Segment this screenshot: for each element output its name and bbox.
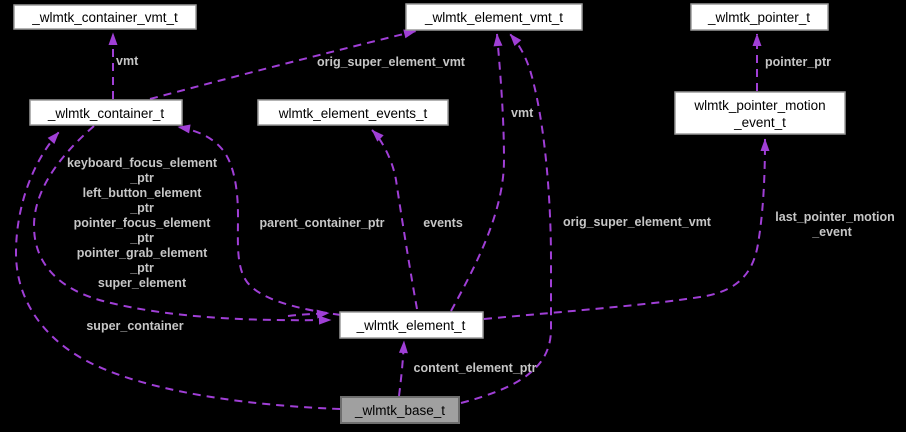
edge-label-line: _ptr bbox=[129, 201, 154, 215]
edge-label-orig-super-right: orig_super_element_vmt bbox=[563, 215, 712, 229]
edge-label-vmt-left: vmt bbox=[116, 54, 139, 68]
node-title: _wlmtk_container_t bbox=[47, 106, 165, 121]
node-title-line: _event_t bbox=[733, 115, 786, 130]
edge-label-line: pointer_focus_element bbox=[74, 216, 212, 230]
node-wlmtk-element-events-t[interactable]: wlmtk_element_events_t bbox=[257, 99, 449, 126]
edge-labels: vmt orig_super_element_vmt pointer_ptr v… bbox=[67, 54, 895, 375]
node-wlmtk-pointer-motion-event-t[interactable]: wlmtk_pointer_motion _event_t bbox=[674, 91, 846, 135]
node-box bbox=[405, 3, 583, 31]
node-box bbox=[29, 99, 183, 126]
edges bbox=[14, 29, 770, 410]
nodes: _wlmtk_container_vmt_t _wlmtk_element_vm… bbox=[13, 3, 846, 424]
edge-base-to-element-vmt bbox=[460, 33, 552, 404]
edge-label-events: events bbox=[423, 216, 463, 230]
node-wlmtk-container-t[interactable]: _wlmtk_container_t bbox=[29, 99, 183, 126]
edge-label-last-pointer-motion-event: last_pointer_motion _event bbox=[775, 210, 894, 239]
edge-container-to-element bbox=[32, 125, 332, 325]
edge-label-pointer-ptr: pointer_ptr bbox=[765, 55, 831, 69]
node-wlmtk-pointer-t[interactable]: _wlmtk_pointer_t bbox=[690, 3, 829, 31]
node-title: wlmtk_element_events_t bbox=[278, 106, 428, 121]
edge-element-to-pointer-motion bbox=[483, 138, 770, 320]
node-wlmtk-element-t[interactable]: _wlmtk_element_t bbox=[339, 311, 484, 339]
edge-label-container-to-element: keyboard_focus_element _ptr left_button_… bbox=[67, 156, 218, 290]
node-title: _wlmtk_pointer_t bbox=[707, 10, 810, 25]
edge-label-super-container: super_container bbox=[86, 319, 183, 333]
edge-base-to-container bbox=[14, 131, 341, 410]
edge-element-to-events bbox=[371, 129, 418, 310]
node-wlmtk-element-vmt-t[interactable]: _wlmtk_element_vmt_t bbox=[405, 3, 583, 31]
edge-label-content-element-ptr: content_element_ptr bbox=[414, 361, 537, 375]
edge-label-line: super_element bbox=[98, 276, 187, 290]
edge-label-line: left_button_element bbox=[83, 186, 203, 200]
edge-label-line: last_pointer_motion bbox=[775, 210, 894, 224]
edge-label-line: _event bbox=[811, 225, 852, 239]
edge-label-parent-container-ptr: parent_container_ptr bbox=[259, 216, 384, 230]
node-box bbox=[257, 99, 449, 126]
edge-label-line: _ptr bbox=[129, 231, 154, 245]
node-title: _wlmtk_base_t bbox=[354, 403, 445, 418]
node-box bbox=[674, 91, 846, 135]
node-title: _wlmtk_container_vmt_t bbox=[31, 10, 178, 25]
edge-label-line: _ptr bbox=[129, 261, 154, 275]
node-title: _wlmtk_element_t bbox=[356, 318, 466, 333]
edge-label-line: pointer_grab_element bbox=[77, 246, 208, 260]
node-title: _wlmtk_element_vmt_t bbox=[424, 10, 563, 25]
edge-label-line: _ptr bbox=[129, 171, 154, 185]
node-box bbox=[339, 311, 484, 339]
edge-label-vmt-mid: vmt bbox=[511, 106, 534, 120]
edge-label-orig-super-top: orig_super_element_vmt bbox=[317, 55, 466, 69]
edge-element-to-element-vmt bbox=[450, 33, 506, 312]
edge-container-to-element-2 bbox=[287, 309, 330, 319]
edge-label-line: keyboard_focus_element bbox=[67, 156, 218, 170]
node-box bbox=[13, 4, 197, 30]
edge-base-to-element bbox=[398, 340, 408, 397]
edge-container-to-element-vmt bbox=[149, 29, 417, 100]
node-wlmtk-container-vmt-t[interactable]: _wlmtk_container_vmt_t bbox=[13, 4, 197, 30]
node-box bbox=[340, 396, 460, 424]
node-title-line: wlmtk_pointer_motion bbox=[693, 98, 825, 113]
node-box bbox=[690, 3, 829, 31]
node-wlmtk-base-t[interactable]: _wlmtk_base_t bbox=[340, 396, 460, 424]
